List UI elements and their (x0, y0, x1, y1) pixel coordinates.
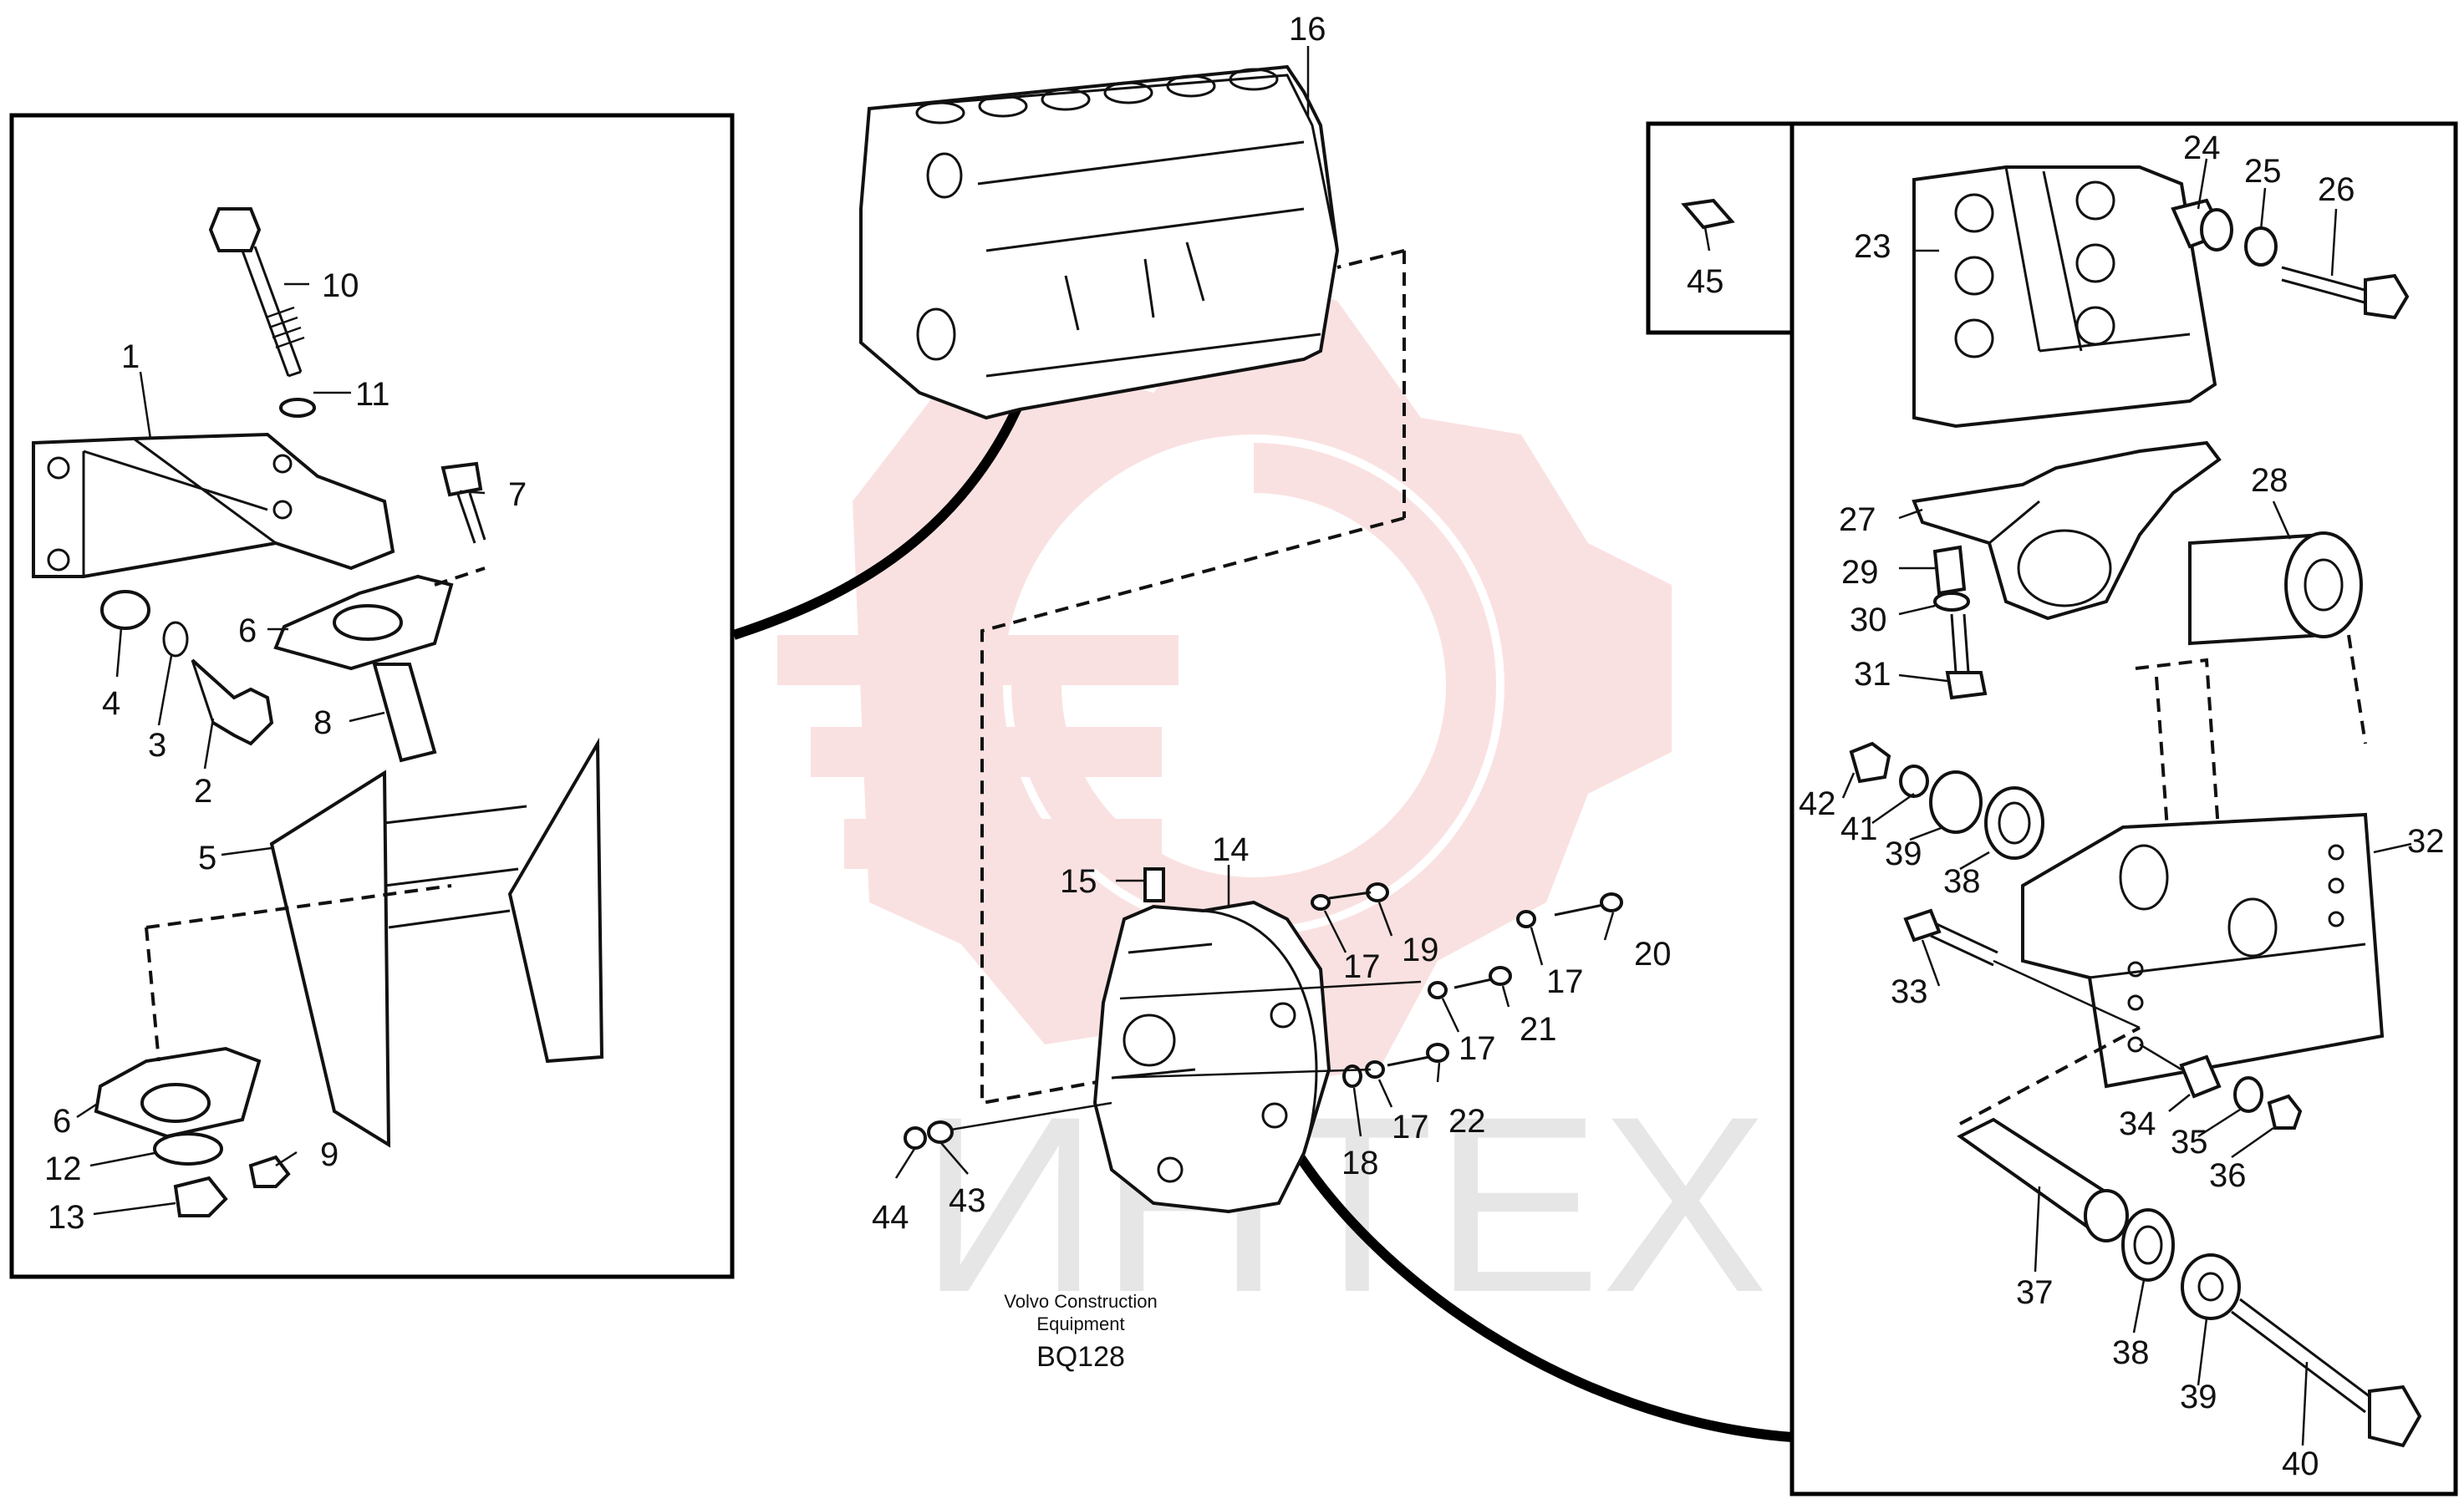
right-mount-assembly (1849, 165, 2422, 1448)
label-19: 19 (1402, 932, 1439, 968)
label-44: 44 (872, 1199, 909, 1236)
dashed-guide-flywheel (980, 516, 1405, 1105)
label-4: 4 (102, 685, 120, 722)
label-14: 14 (1212, 831, 1250, 868)
center-leader-lines (894, 46, 1615, 1179)
label-43: 43 (949, 1182, 986, 1219)
caption-block: Volvo Construction Equipment BQ128 (1004, 1291, 1157, 1373)
caption-company-line1: Volvo Construction (1004, 1291, 1157, 1312)
label-23: 23 (1854, 228, 1891, 265)
label-39-a: 39 (1885, 836, 1922, 872)
label-20: 20 (1634, 936, 1672, 973)
label-38-b: 38 (2112, 1334, 2150, 1371)
label-6-top: 6 (238, 612, 257, 649)
caption-company-line2: Equipment (1036, 1313, 1124, 1334)
label-30: 30 (1850, 602, 1887, 638)
connector-curve-right (1282, 1133, 1793, 1442)
label-38-a: 38 (1943, 863, 1981, 900)
label-15: 15 (1060, 863, 1097, 900)
label-28: 28 (2251, 462, 2288, 499)
label-12: 12 (44, 1151, 82, 1187)
inset-frame-45 (1646, 121, 1795, 335)
part-labels: 1 10 11 7 6 4 3 2 8 5 6 12 13 9 16 15 14… (44, 11, 2445, 1482)
label-35: 35 (2171, 1124, 2208, 1161)
label-33: 33 (1891, 973, 1928, 1010)
engine-block-16 (859, 64, 1340, 420)
label-29: 29 (1841, 554, 1879, 591)
label-21: 21 (1520, 1011, 1557, 1048)
label-5: 5 (198, 840, 216, 876)
label-39-b: 39 (2180, 1379, 2217, 1415)
label-2: 2 (194, 773, 212, 810)
watermark-gear (777, 276, 1672, 1086)
label-7: 7 (508, 476, 527, 513)
left-detail-frame (9, 113, 735, 1279)
right-leader-lines (1841, 158, 2412, 1446)
label-24: 24 (2183, 130, 2221, 166)
label-18: 18 (1341, 1145, 1379, 1181)
label-10: 10 (322, 267, 359, 304)
label-26: 26 (2318, 171, 2355, 208)
left-leader-lines (76, 282, 486, 1216)
label-37: 37 (2016, 1274, 2054, 1311)
label-8: 8 (313, 704, 332, 741)
label-41: 41 (1840, 810, 1878, 847)
center-fasteners (904, 882, 1623, 1150)
right-detail-frame (1789, 121, 2458, 1496)
label-17-b: 17 (1546, 963, 1584, 1000)
label-17-a: 17 (1343, 948, 1381, 985)
label-11: 11 (355, 376, 390, 413)
caption-code: BQ128 (1036, 1341, 1125, 1373)
left-bracket-assembly (32, 207, 604, 1217)
dashed-guide-block (1336, 249, 1406, 518)
label-34: 34 (2119, 1105, 2156, 1142)
label-42: 42 (1799, 785, 1836, 822)
label-17-c: 17 (1459, 1030, 1496, 1067)
label-13: 13 (48, 1199, 85, 1236)
label-45: 45 (1687, 263, 1724, 300)
inset-part-45 (1681, 198, 1735, 252)
label-3: 3 (148, 727, 166, 764)
label-32: 32 (2407, 823, 2445, 860)
label-6-bottom: 6 (53, 1103, 71, 1140)
label-9: 9 (320, 1136, 339, 1173)
label-25: 25 (2244, 153, 2282, 190)
label-31: 31 (1854, 656, 1891, 693)
flywheel-housing-14 (1092, 867, 1331, 1214)
label-27: 27 (1839, 501, 1876, 538)
label-1: 1 (121, 338, 140, 375)
label-22: 22 (1448, 1103, 1486, 1140)
label-36: 36 (2209, 1157, 2247, 1194)
connector-curve-left (732, 390, 1029, 640)
label-16: 16 (1289, 11, 1326, 48)
label-40: 40 (2282, 1445, 2319, 1482)
label-17-d: 17 (1392, 1109, 1429, 1146)
